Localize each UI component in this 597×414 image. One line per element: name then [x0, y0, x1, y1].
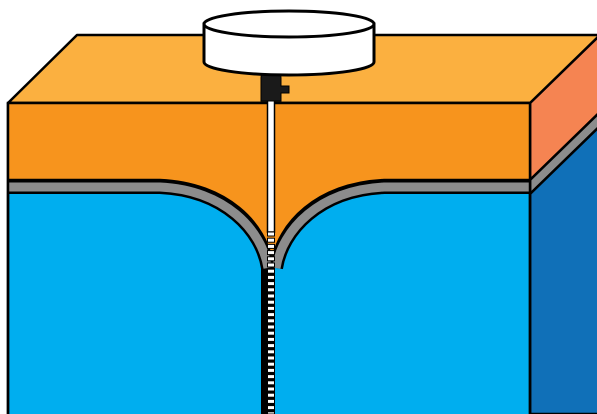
casing-segment	[267, 355, 275, 361]
casing-segment	[267, 287, 275, 293]
wellhead-cap	[202, 9, 376, 77]
casing-segment	[267, 343, 275, 349]
casing-segment	[267, 349, 275, 355]
casing-segment	[267, 268, 275, 274]
interface-layer-front-face-fill	[8, 182, 530, 269]
casing-segment	[267, 299, 275, 305]
casing-segment	[267, 237, 275, 243]
casing-segment	[267, 324, 275, 330]
perforated-casing	[267, 231, 275, 414]
casing-segment	[267, 398, 275, 404]
casing-segment	[267, 336, 275, 342]
casing-segment	[267, 386, 275, 392]
casing-segment	[267, 231, 275, 237]
casing-segment	[267, 305, 275, 311]
casing-segment	[267, 318, 275, 324]
casing-segment	[267, 367, 275, 373]
casing-segment	[267, 361, 275, 367]
casing-segment	[267, 293, 275, 299]
casing-segment	[267, 405, 275, 411]
casing-segment	[267, 374, 275, 380]
casing-segment	[267, 274, 275, 280]
casing-segment	[267, 392, 275, 398]
casing-segment	[267, 380, 275, 386]
casing-segment	[267, 256, 275, 262]
casing-segment	[267, 312, 275, 318]
wellhead-cap-top	[202, 9, 376, 39]
borehole-pipe	[266, 99, 276, 233]
upper-layer-boundary	[8, 178, 530, 263]
casing-segment	[267, 243, 275, 249]
casing-segment	[267, 281, 275, 287]
casing-segment	[267, 250, 275, 256]
casing-segment	[267, 330, 275, 336]
casing-segment	[267, 262, 275, 268]
